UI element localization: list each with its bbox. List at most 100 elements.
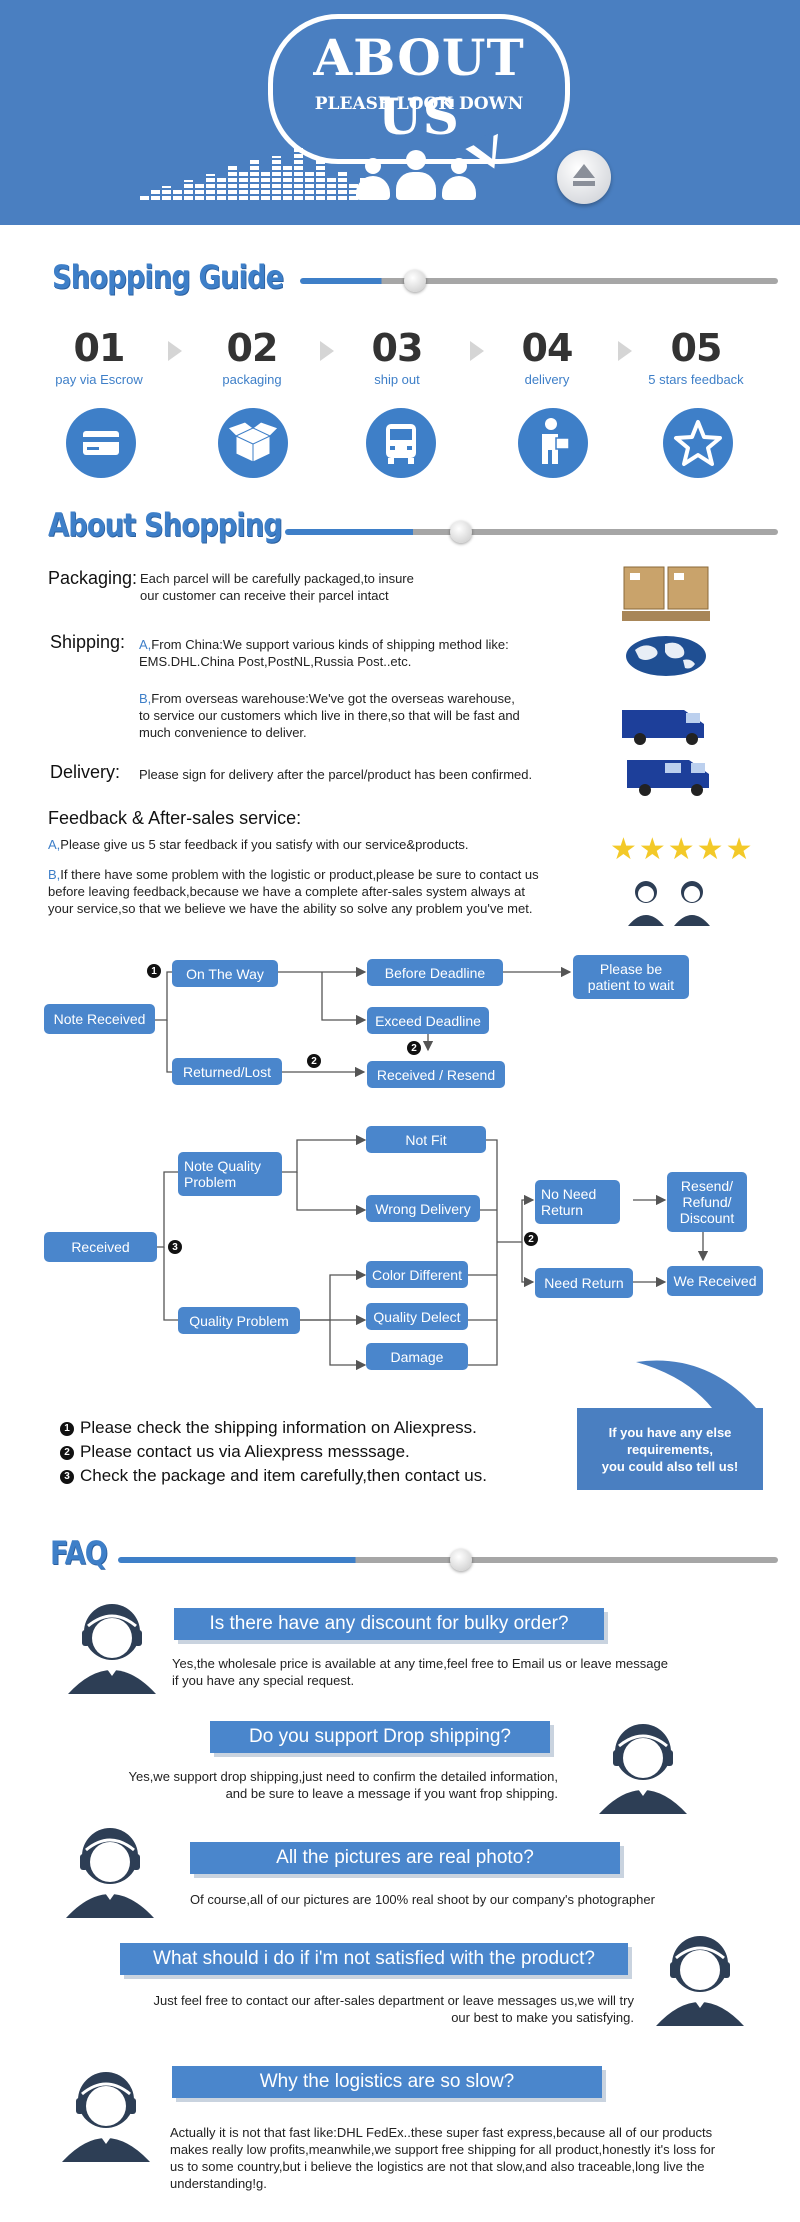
faq-question-4[interactable]: What should i do if i'm not satisfied wi… [120, 1943, 628, 1975]
shopping-guide-title: Shopping Guide [52, 258, 284, 296]
star-icon [663, 408, 733, 478]
faq-title: FAQ [50, 1534, 108, 1572]
equalizer-bar [261, 170, 270, 200]
step-marker-1: 1 [147, 964, 161, 978]
about-shopping-title: About Shopping [48, 506, 283, 544]
quality-problem-box: Quality Problem [178, 1307, 300, 1334]
step-arrow-icon [168, 341, 182, 361]
person-icon [396, 150, 436, 200]
wrong-delivery-box: Wrong Delivery [366, 1195, 480, 1222]
feedback-title: Feedback & After-sales service: [48, 808, 302, 828]
slider-knob[interactable] [450, 1549, 472, 1571]
faq-answer-3: Of course,all of our pictures are 100% r… [190, 1892, 655, 1907]
credit-card-icon [66, 408, 136, 478]
faq-answer-1: Yes,the wholesale price is available at … [172, 1656, 668, 1688]
equalizer-bar [294, 148, 303, 200]
slider-knob[interactable] [404, 270, 426, 292]
equalizer-bar [349, 182, 358, 200]
equalizer-bar [140, 194, 149, 200]
on-the-way-box: On The Way [172, 960, 278, 987]
equalizer-bar [316, 160, 325, 200]
equalizer-bar [239, 172, 248, 200]
faq-answer-2: Yes,we support drop shipping,just need t… [128, 1769, 558, 1801]
person-icon [442, 158, 476, 200]
packages-image [622, 563, 712, 623]
faq-answer-5: Actually it is not that fast like:DHL Fe… [170, 2125, 716, 2191]
feedback-a-text: A,Please give us 5 star feedback if you … [48, 837, 469, 852]
faq-question-3[interactable]: All the pictures are real photo? [190, 1842, 620, 1874]
not-fit-box: Not Fit [366, 1126, 486, 1153]
support-agent-icon [652, 1928, 748, 2028]
equalizer-bar [195, 184, 204, 200]
world-map-image [625, 632, 707, 680]
truck-icon [366, 408, 436, 478]
faq-question-5[interactable]: Why the logistics are so slow? [172, 2066, 602, 2098]
shipping-a-text: A,From China:We support various kinds of… [139, 637, 509, 669]
equalizer-bar [151, 190, 160, 200]
courier-icon [518, 408, 588, 478]
damage-box: Damage [366, 1343, 468, 1370]
step-arrow-icon [470, 341, 484, 361]
equalizer-bar [272, 156, 281, 200]
shipping-b-text: B,From overseas warehouse:We've got the … [139, 691, 520, 740]
step-marker-2: 2 [307, 1054, 321, 1068]
faq-question-2[interactable]: Do you support Drop shipping? [210, 1721, 550, 1753]
equalizer-bar [162, 186, 171, 200]
quality-defect-box: Quality Delect [366, 1303, 468, 1330]
van-image [623, 752, 721, 798]
equalizer-bar [283, 164, 292, 200]
slider-knob[interactable] [450, 521, 472, 543]
van-image [618, 700, 716, 746]
eject-icon [573, 164, 595, 178]
we-received-box: We Received [667, 1266, 763, 1296]
no-need-return-box: No Need Return [535, 1180, 620, 1224]
equalizer-bar [184, 180, 193, 200]
shopping-guide-slider[interactable] [300, 278, 778, 284]
about-us-subtitle: PLEASE LOOK DOWN [314, 94, 524, 114]
need-return-box: Need Return [535, 1268, 633, 1298]
returned-lost-box: Returned/Lost [172, 1058, 282, 1085]
step-marker-2: 2 [407, 1041, 421, 1055]
box-icon [218, 408, 288, 478]
equalizer-bar [173, 190, 182, 200]
delivery-text: Please sign for delivery after the parce… [139, 767, 533, 782]
about-us-title: ABOUT US [313, 28, 525, 146]
equalizer-bar [305, 170, 314, 200]
feedback-b-text: B,If there have some problem with the lo… [48, 867, 539, 916]
faq-question-1[interactable]: Is there have any discount for bulky ord… [174, 1608, 604, 1640]
step-arrow-icon [618, 341, 632, 361]
received-box: Received [44, 1232, 157, 1262]
equalizer-bar [327, 176, 336, 200]
support-agent-icon [58, 2064, 154, 2164]
step-marker-3: 3 [168, 1240, 182, 1254]
note-quality-problem-box: Note Quality Problem [178, 1152, 282, 1196]
please-be-patient-box: Please be patient to wait [573, 955, 689, 999]
header-banner: ABOUT US PLEASE LOOK DOWN [0, 0, 800, 225]
equalizer-bar [217, 178, 226, 200]
person-icon [356, 158, 390, 200]
color-different-box: Color Different [366, 1261, 468, 1288]
shipping-label: Shipping: [50, 632, 126, 652]
help-box-tail [636, 1360, 756, 1408]
resend-refund-discount-box: Resend/ Refund/ Discount [667, 1172, 747, 1232]
support-agents-image [620, 876, 720, 928]
support-agent-icon [64, 1596, 160, 1696]
note-received-box: Note Received [44, 1004, 155, 1034]
received-resend-box: Received / Resend [367, 1061, 505, 1088]
eject-button[interactable] [557, 150, 611, 204]
faq-slider[interactable] [118, 1557, 778, 1563]
support-agent-icon [62, 1820, 158, 1920]
packaging-text: Each parcel will be carefully packaged,t… [140, 571, 414, 603]
about-shopping-slider[interactable] [285, 529, 778, 535]
flow2-connectors [157, 1134, 709, 1371]
support-agent-icon [595, 1716, 691, 1816]
equalizer-bar [338, 170, 347, 200]
delivery-label: Delivery: [50, 762, 121, 782]
